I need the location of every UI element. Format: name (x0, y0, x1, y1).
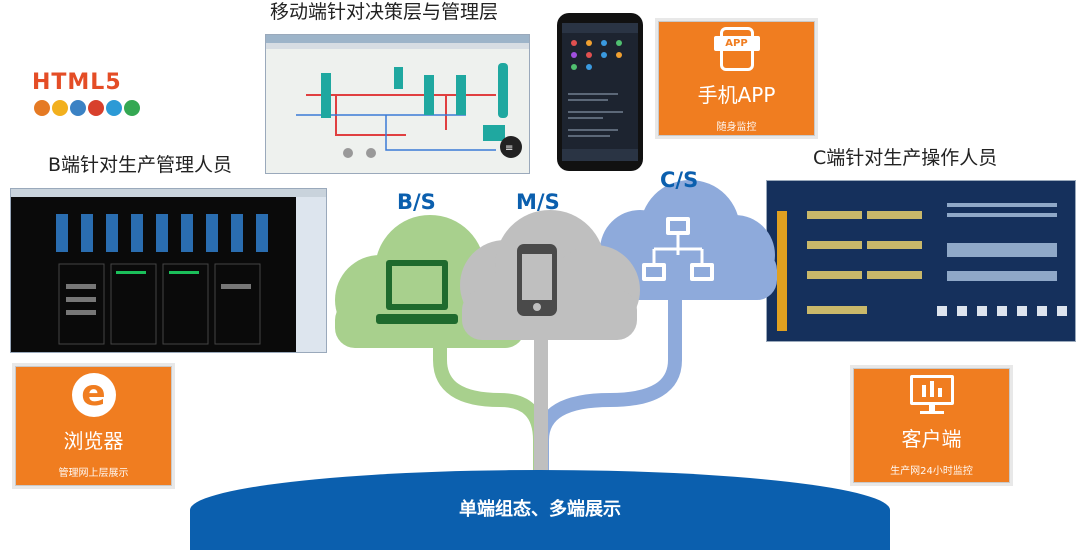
svg-text:≡: ≡ (505, 143, 513, 154)
html5-logo: HTML5 (32, 70, 142, 120)
network-icon (640, 215, 716, 295)
app-icon: APP (713, 26, 760, 71)
phone-screenshot (557, 13, 643, 171)
laptop-icon (374, 256, 460, 332)
client-label: 客户端 (901, 426, 962, 451)
process-screenshot: ≡ (265, 34, 530, 174)
app-box: APP 手机APP 随身监控 (658, 21, 815, 136)
protocol-bs: B/S (397, 190, 436, 214)
browser-label: 浏览器 (63, 429, 124, 453)
mobile-section-title: 移动端针对决策层与管理层 (270, 1, 499, 23)
client-sub: 生产网24小时监控 (890, 465, 973, 477)
smartphone-icon (515, 242, 559, 318)
app-label: 手机APP (697, 82, 776, 107)
browser-sub: 管理网上层展示 (58, 468, 129, 479)
ie-browser-icon: e (71, 373, 116, 417)
browser-icons (34, 100, 140, 116)
monitor-chart-icon (909, 374, 954, 415)
html5-text: HTML5 (32, 70, 122, 95)
client-box: 客户端 生产网24小时监控 (853, 368, 1010, 483)
b-screenshot (10, 188, 327, 353)
app-sub: 随身监控 (716, 121, 757, 133)
c-section-title: C端针对生产操作人员 (813, 147, 998, 169)
protocol-ms: M/S (516, 190, 560, 214)
app-badge: APP (713, 35, 760, 51)
protocol-cs: C/S (660, 168, 699, 192)
base-label: 单端组态、多端展示 (459, 499, 621, 520)
b-section-title: B端针对生产管理人员 (48, 154, 233, 176)
browser-box: e 浏览器 管理网上层展示 (15, 366, 172, 486)
